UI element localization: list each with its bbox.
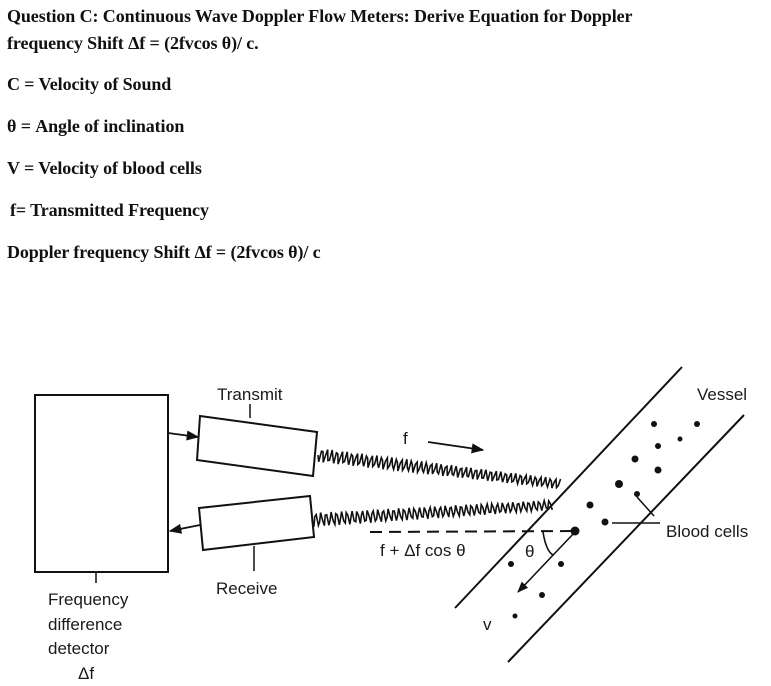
- definition-c: C = Velocity of Sound: [7, 74, 172, 94]
- blood-cell: [634, 491, 640, 497]
- blood-cell: [539, 592, 545, 598]
- blood-cell: [570, 526, 580, 536]
- blood-cell: [601, 518, 609, 526]
- blood-cell: [512, 613, 518, 619]
- transmit-label: Transmit: [217, 385, 283, 404]
- detector-label-line-4: Δf: [78, 664, 94, 683]
- angle-arc: [542, 531, 554, 556]
- definition-theta: θ = Angle of inclination: [7, 116, 185, 136]
- receive-label: Receive: [216, 579, 277, 598]
- detector-label-line-1: Frequency: [48, 590, 129, 609]
- blood-cell: [631, 455, 639, 463]
- vessel-wall-lower: [507, 414, 745, 663]
- receive-arrow: [168, 523, 201, 534]
- received-frequency-label: f + Δf cos θ: [380, 541, 466, 560]
- detector-label-line-2: difference: [48, 615, 122, 634]
- beam-reference-dashed-line: [369, 530, 575, 533]
- blood-cell: [677, 436, 683, 442]
- blood-cells: [508, 421, 700, 619]
- blood-cells-leader-2: [636, 496, 655, 517]
- vessel-wall-upper: [454, 366, 683, 609]
- transmitted-wave: [317, 449, 562, 490]
- frequency-detector-box: [34, 394, 169, 573]
- blood-cell: [694, 421, 700, 427]
- velocity-label: v: [483, 615, 492, 634]
- angle-label: θ: [525, 542, 534, 561]
- doppler-equation: Doppler frequency Shift Δf = (2fvcos θ)/…: [7, 242, 321, 262]
- blood-cell: [558, 561, 564, 567]
- transmit-direction-arrow: [427, 441, 485, 454]
- definition-f: f= Transmitted Frequency: [10, 200, 209, 220]
- blood-cells-label: Blood cells: [666, 522, 748, 541]
- blood-cell: [508, 561, 514, 567]
- question-title-line-2: frequency Shift Δf = (2fvcos θ)/ c.: [7, 33, 259, 53]
- transmit-arrow: [167, 430, 200, 441]
- velocity-arrow: [517, 531, 576, 593]
- blood-cell: [615, 480, 623, 488]
- definition-v: V = Velocity of blood cells: [7, 158, 202, 178]
- receive-transducer: [197, 494, 316, 552]
- transmitted-frequency-label: f: [403, 429, 408, 448]
- blood-cell: [651, 421, 657, 427]
- blood-cell: [586, 501, 594, 509]
- question-title-line-1: Question C: Continuous Wave Doppler Flow…: [7, 6, 633, 26]
- blood-cell: [654, 466, 662, 474]
- vessel-label: Vessel: [697, 385, 747, 404]
- transmit-transducer: [195, 414, 319, 478]
- detector-label-line-3: detector: [48, 639, 110, 658]
- received-wave: [311, 497, 554, 529]
- blood-cell: [655, 443, 661, 449]
